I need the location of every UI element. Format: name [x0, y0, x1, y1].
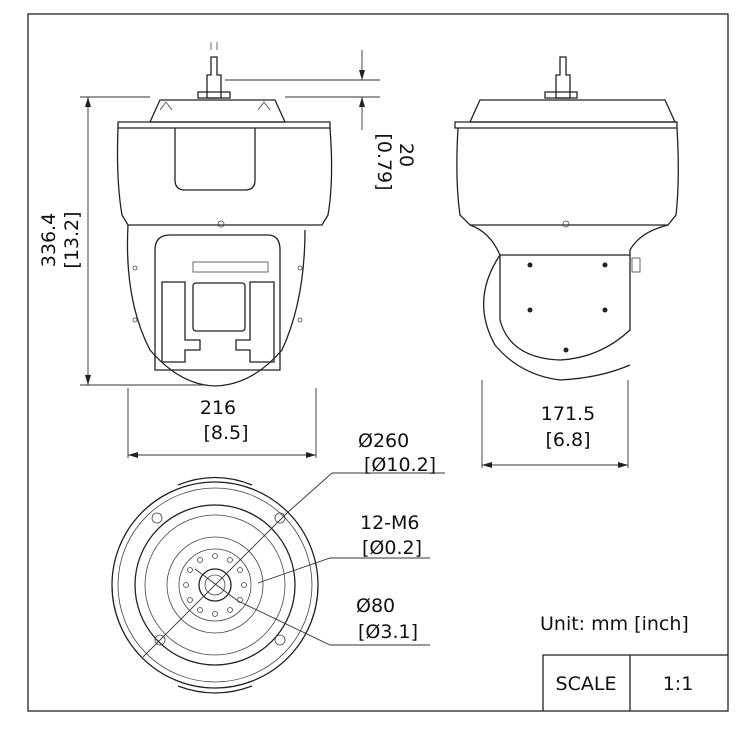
front-width-mm: 216: [200, 397, 236, 419]
scale-label: SCALE: [556, 673, 617, 695]
height-in: [13.2]: [61, 211, 83, 268]
top-in: [0.79]: [373, 133, 395, 190]
inner-dia-in: [Ø3.1]: [358, 621, 418, 643]
side-width-in: [6.8]: [545, 429, 590, 451]
unit-label: Unit: mm [inch]: [540, 613, 689, 635]
drawing-frame: [27, 13, 729, 712]
front-width-in: [8.5]: [203, 422, 248, 444]
screws-label: 12-M6: [360, 512, 420, 534]
scale-value: 1:1: [663, 673, 694, 695]
dimension-lines: [80, 50, 629, 468]
top-mm: 20: [395, 143, 417, 167]
side-width-mm: 171.5: [541, 403, 595, 425]
side-view: [454, 56, 679, 381]
inner-dia-mm: Ø80: [356, 595, 395, 617]
outer-dia-in: [Ø10.2]: [364, 454, 436, 476]
bottom-view: [111, 472, 445, 694]
height-mm: 336.4: [38, 213, 60, 267]
outer-dia-mm: Ø260: [358, 430, 409, 452]
screws-in: [Ø0.2]: [362, 537, 422, 559]
front-view: [116, 42, 333, 387]
scale-box: SCALE 1:1: [542, 654, 728, 711]
